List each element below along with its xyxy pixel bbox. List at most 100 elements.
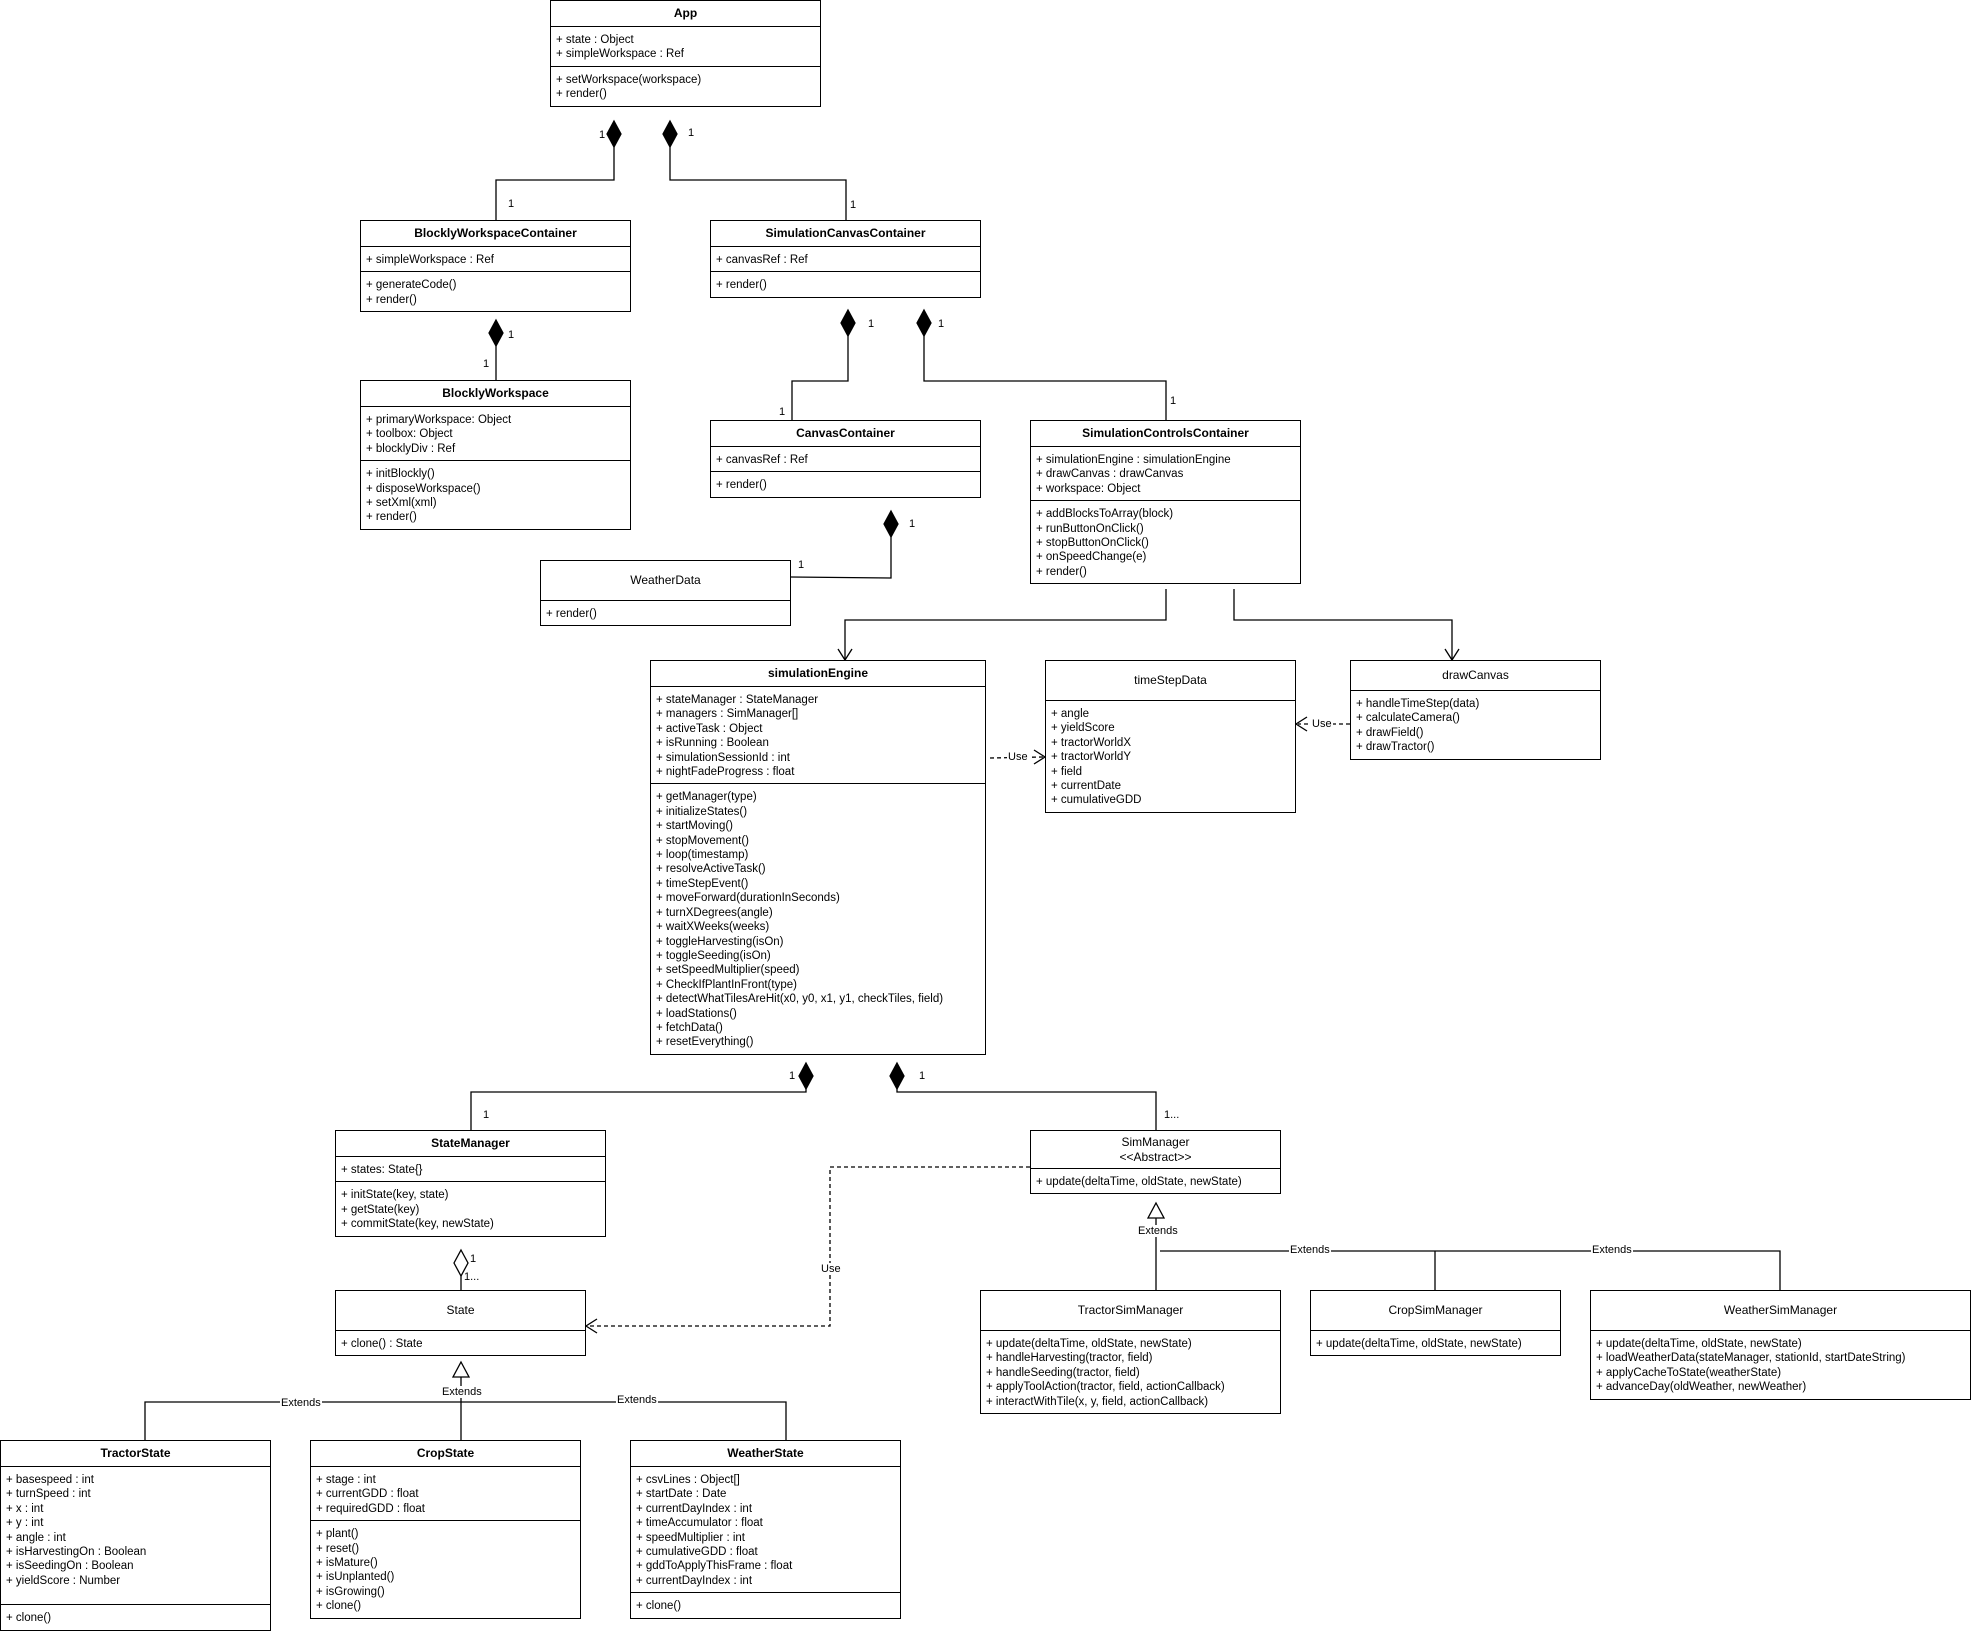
method: + commitState(key, newState) (341, 1218, 494, 1231)
class-blockly-workspace[interactable]: BlocklyWorkspace + primaryWorkspace: Obj… (360, 380, 631, 530)
multiplicity-label: 1 (789, 1070, 796, 1082)
class-sim-manager[interactable]: SimManager <<Abstract>> + update(deltaTi… (1030, 1130, 1281, 1195)
generalization-triangle (451, 1360, 471, 1378)
class-name: BlocklyWorkspaceContainer (414, 226, 577, 240)
multiplicity-label: 1 (919, 1070, 926, 1082)
class-tractor-sim-manager[interactable]: TractorSimManager + update(deltaTime, ol… (980, 1290, 1281, 1415)
attribute: + simpleWorkspace : Ref (366, 254, 494, 266)
methods-section: + render() (711, 471, 980, 496)
method: + isGrowing() (316, 1585, 385, 1598)
class-weather-state[interactable]: WeatherState + csvLines : Object[] + sta… (630, 1440, 901, 1619)
multiplicity-label: 1 (508, 198, 515, 210)
class-state[interactable]: State + clone() : State (335, 1290, 586, 1357)
attribute: + basespeed : int (6, 1474, 94, 1486)
methods-section: + update(deltaTime, oldState, newState) … (981, 1330, 1280, 1413)
class-name-block: SimManager <<Abstract>> (1031, 1131, 1280, 1168)
attribute: + primaryWorkspace: Object (366, 414, 512, 426)
extends-label: Extends (616, 1394, 658, 1406)
method: + disposeWorkspace() (366, 482, 481, 495)
spacer (6, 1588, 265, 1600)
extends-label: Extends (1591, 1244, 1633, 1256)
method: + drawTractor() (1356, 741, 1435, 754)
methods-section: + render() (711, 271, 980, 296)
class-draw-canvas[interactable]: drawCanvas + handleTimeStep(data) + calc… (1350, 660, 1601, 760)
method: + startMoving() (656, 820, 734, 833)
method: + onSpeedChange(e) (1036, 551, 1147, 564)
attribute: + simulationEngine : simulationEngine (1036, 454, 1231, 466)
class-weather-data[interactable]: WeatherData + render() (540, 560, 791, 627)
methods-section: + initState(key, state) + getState(key) … (336, 1181, 605, 1235)
method: + initState(key, state) (341, 1189, 449, 1202)
class-name: SimulationCanvasContainer (765, 226, 926, 240)
class-weather-sim-manager[interactable]: WeatherSimManager + update(deltaTime, ol… (1590, 1290, 1971, 1400)
method: + advanceDay(oldWeather, newWeather) (1596, 1381, 1807, 1394)
attributes-section: + angle + yieldScore + tractorWorldX + t… (1046, 700, 1295, 812)
generalization-line (144, 1401, 787, 1440)
attribute: + requiredGDD : float (316, 1502, 425, 1515)
attribute: + startDate : Date (636, 1488, 727, 1501)
class-stereotype: <<Abstract>> (1119, 1150, 1192, 1164)
class-state-manager[interactable]: StateManager + states: State{} + initSta… (335, 1130, 606, 1237)
class-app[interactable]: App + state : Object + simpleWorkspace :… (550, 0, 821, 107)
class-name: App (673, 6, 698, 20)
attributes-section: + states: State{} (336, 1156, 605, 1181)
method: + generateCode() (366, 279, 457, 292)
method: + render() (1036, 565, 1087, 578)
attributes-section: + simpleWorkspace : Ref (361, 246, 630, 271)
multiplicity-label: 1 (483, 358, 490, 370)
method: + setWorkspace(workspace) (556, 73, 702, 86)
class-name: WeatherState (727, 1446, 804, 1460)
class-time-step-data[interactable]: timeStepData + angle + yieldScore + trac… (1045, 660, 1296, 813)
class-simulation-engine[interactable]: simulationEngine + stateManager : StateM… (650, 660, 986, 1055)
class-name: BlocklyWorkspace (442, 386, 549, 400)
attribute: + simpleWorkspace : Ref (556, 48, 684, 61)
attribute: + canvasRef : Ref (716, 454, 808, 466)
multiplicity-label: 1 (798, 559, 805, 571)
class-blockly-workspace-container[interactable]: BlocklyWorkspaceContainer + simpleWorksp… (360, 220, 631, 313)
methods-section: + handleTimeStep(data) + calculateCamera… (1351, 690, 1600, 759)
class-name: StateManager (431, 1136, 510, 1150)
multiplicity-label: 1 (850, 199, 857, 211)
method: + resolveActiveTask() (656, 863, 766, 876)
class-simulation-canvas-container[interactable]: SimulationCanvasContainer + canvasRef : … (710, 220, 981, 298)
multiplicity-label: 1 (470, 1253, 477, 1265)
use-label: Use (1007, 751, 1029, 763)
method: + getState(key) (341, 1203, 420, 1216)
methods-section: + update(deltaTime, oldState, newState) … (1591, 1330, 1970, 1399)
attribute: + speedMultiplier : int (636, 1531, 745, 1544)
attribute: + simulationSessionId : int (656, 751, 790, 764)
method: + loop(timestamp) (656, 849, 749, 862)
method: + stopMovement() (656, 834, 749, 847)
generalization-line (1160, 1250, 1781, 1290)
attribute: + isRunning : Boolean (656, 737, 769, 750)
method: + update(deltaTime, oldState, newState) (1316, 1338, 1522, 1350)
extends-label: Extends (1289, 1244, 1331, 1256)
attribute: + canvasRef : Ref (716, 254, 808, 266)
method: + toggleHarvesting(isOn) (656, 935, 784, 948)
attribute: + angle (1051, 708, 1090, 720)
association-line (844, 589, 1167, 660)
method: + isUnplanted() (316, 1571, 395, 1584)
class-crop-sim-manager[interactable]: CropSimManager + update(deltaTime, oldSt… (1310, 1290, 1561, 1357)
method: + moveForward(durationInSeconds) (656, 892, 840, 905)
attribute: + cumulativeGDD (1051, 794, 1142, 807)
attribute: + isHarvestingOn : Boolean (6, 1546, 147, 1559)
class-canvas-container[interactable]: CanvasContainer + canvasRef : Ref + rend… (710, 420, 981, 498)
multiplicity-label: 1 (599, 129, 606, 141)
class-name: drawCanvas (1442, 668, 1509, 682)
method: + update(deltaTime, oldState, newState) (1596, 1338, 1802, 1350)
attributes-section: + stateManager : StateManager + managers… (651, 686, 985, 783)
method: + getManager(type) (656, 791, 757, 804)
class-tractor-state[interactable]: TractorState + basespeed : int + turnSpe… (0, 1440, 271, 1631)
class-simulation-controls-container[interactable]: SimulationControlsContainer + simulation… (1030, 420, 1301, 585)
class-crop-state[interactable]: CropState + stage : int + currentGDD : f… (310, 1440, 581, 1619)
class-name: State (446, 1303, 475, 1317)
attribute: + cumulativeGDD : float (636, 1546, 758, 1559)
methods-section: + clone() (1, 1604, 270, 1629)
method: + interactWithTile(x, y, field, actionCa… (986, 1395, 1209, 1408)
methods-section: + clone() : State (336, 1330, 585, 1355)
attributes-section: + stage : int + currentGDD : float + req… (311, 1466, 580, 1520)
extends-label: Extends (1137, 1225, 1179, 1237)
method: + render() (366, 293, 417, 306)
method: + setXml(xml) (366, 497, 437, 510)
